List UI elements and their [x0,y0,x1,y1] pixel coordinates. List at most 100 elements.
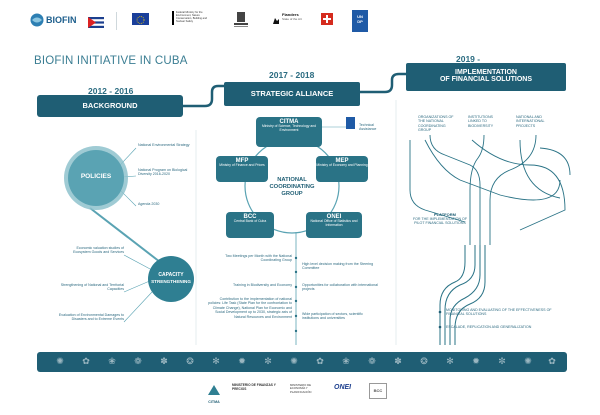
platform-desc: FOR THE IMPLEMENTATION OF PILOT FINANCIA… [412,217,468,226]
norway-logo [232,11,250,29]
mep-desc: Ministry of Economy and Planning [316,163,368,167]
phase2-label: STRATEGIC ALLIANCE [250,89,334,98]
footer-logo-mfp: MINISTERIO DE FINANZAS Y PRECIOS [232,383,276,399]
bottom-band: ✺ ✿ ❀ ❁ ✽ ❂ ✻ ✹ ✼ ✺ ✿ ❀ ❁ ✽ ❂ ✻ ✹ ✼ ✺ ✿ [37,352,567,372]
mfp-name: MFP [235,158,249,164]
node-bcc: BCC Central Bank of Cuba [226,212,274,238]
policies-inner-circle [68,150,124,206]
phase3-years: 2019 - [456,54,481,64]
impl-col2: INSTITUTIONS LINKED TO BIODIVERSITY [468,115,494,128]
swiss-logo [320,12,334,26]
policy-item-2: National Program on Biological Diversity… [138,168,188,177]
bird-icon: ❁ [134,356,142,366]
flanders-sub: State of the Art [282,17,302,21]
footer-logo-mep: MINISTERIO DE ECONOMÍA Y PLANIFICACIÓN [290,383,326,398]
sun-icon: ✹ [238,356,246,366]
impl-col1: ORGANIZATIONS OF THE NATIONAL COORDINATI… [418,115,454,133]
biofin-logo: BIOFIN [30,13,82,27]
citma-name: CITMA [279,119,299,125]
footer-logo-citma: CITMA [203,382,225,404]
node-mep: MEP Ministry of Economy and Planning [316,156,368,182]
leaf3-icon: ✿ [548,356,556,366]
bird2-icon: ❁ [368,356,376,366]
phase2-banner: STRATEGIC ALLIANCE [224,82,360,106]
phase3-label-1: IMPLEMENTATION [455,69,517,76]
undp-logo-text: UN DP [357,14,363,24]
mep-name: MEP [335,158,349,164]
tree2-icon: ✻ [446,356,454,366]
alliance-left-2: Training in Biodiversity and Economy [233,283,292,287]
bcc-desc: Central Bank of Cuba [233,219,267,223]
footer-logo-mfp-text: MINISTERIO DE FINANZAS Y PRECIOS [232,383,276,391]
impl-escalade: ESCALADE, REPLICATION AND GENERALIZATION [446,325,532,329]
footer-logo-bcc-text: BCC [373,388,383,393]
footer-logo-bcc: BCC [369,383,387,399]
onei-name: ONEI [326,214,342,220]
footer-logo-citma-text: CITMA [208,400,220,404]
flower2-icon: ❀ [342,356,350,366]
mfp-desc: Ministry of Finance and Prices [219,163,265,167]
shell-icon: ❂ [186,356,194,366]
capacity-label-2: STRENGTHENING [151,279,191,284]
alliance-left-3: Contribution to the implementation of na… [208,297,292,319]
alliance-right-3: Wide participation of sectors, scientifi… [302,312,363,321]
plant2-icon: ✽ [394,356,402,366]
impl-col3: NATIONAL AND INTERNATIONAL PROJECTS [516,115,545,128]
shell2-icon: ❂ [420,356,428,366]
node-onei: ONEI National Office of Statistics and I… [306,212,362,238]
alliance-right-2: Opportunities for collaboration with int… [302,283,378,292]
alliance-center: NATIONAL COORDINATING GROUP [269,177,315,197]
bmu-logo-text: Federal Ministry for the Environment, Na… [176,11,208,23]
phase2-years: 2017 - 2018 [269,70,315,80]
eu-flag-icon [132,13,149,25]
undp-small-logo [346,117,355,129]
node-mfp: MFP Ministry of Finance and Prices [216,156,268,182]
fish2-icon: ✺ [290,356,298,366]
flanders-logo: Flanders State of the Art [272,12,312,28]
policies-label: POLICIES [80,173,112,180]
bmu-logo: Federal Ministry for the Environment, Na… [172,11,212,29]
biofin-logo-text: BIOFIN [46,15,77,25]
platform-title: PLATFORM [434,212,456,217]
leaf2-icon: ✿ [316,356,324,366]
onei-desc: National Office of Statistics and Inform… [310,219,358,227]
footer-logo-onei: ONEI [334,384,362,398]
capacity-label-1: CAPACITY [158,272,184,278]
policy-item-1: National Environmental Strategy [138,143,190,147]
biofin-globe-icon [30,13,44,27]
phase3-banner: IMPLEMENTATION OF FINANCIAL SOLUTIONS [406,63,566,91]
page-title: BIOFIN INITIATIVE IN CUBA [34,55,188,67]
band-icons: ✺ ✿ ❀ ❁ ✽ ❂ ✻ ✹ ✼ ✺ ✿ ❀ ❁ ✽ ❂ ✻ ✹ ✼ ✺ ✿ [37,352,567,372]
fish-icon: ✺ [56,356,64,366]
phase1-label: BACKGROUND [82,101,138,110]
wave2-icon: ✼ [498,356,506,366]
bcc-name: BCC [243,214,257,220]
capacity-circle [148,256,194,302]
fish3-icon: ✺ [524,356,532,366]
wave-icon: ✼ [264,356,272,366]
citma-desc: Ministry of Science, Technology and Envi… [261,124,317,132]
alliance-right-1: High level decision making from the Stee… [302,262,374,271]
technical-assistance: Technical Assistance [359,123,377,132]
phase3-label-2: OF FINANCIAL SOLUTIONS [439,76,533,83]
capacity-item-1: Economic valuation studies of Ecosystem … [73,246,124,255]
policy-item-3: Agenda 2030 [138,202,160,206]
cuba-flag-icon [88,15,104,28]
alliance-left-1: Two Meetings per Month with the National… [225,254,292,263]
sun2-icon: ✹ [472,356,480,366]
phase1-years: 2012 - 2016 [88,86,134,96]
impl-monitoring: MONITORING AND EVALUATING OF THE EFFECTI… [446,308,552,317]
flanders-lion-icon [273,18,279,24]
footer-logo-onei-text: ONEI [334,384,352,391]
capacity-item-2: Strengthening of National and Territoria… [60,283,124,292]
leaf-icon: ✿ [82,356,90,366]
citma-mountain-icon [208,385,220,395]
capacity-item-3: Evaluation of Environmental Damages to D… [58,313,124,322]
phase1-banner: BACKGROUND [37,95,183,117]
logo-divider [116,12,117,30]
flower-icon: ❀ [108,356,116,366]
plant-icon: ✽ [160,356,168,366]
flanders-text: Flanders [282,12,299,17]
node-citma: CITMA Ministry of Science, Technology an… [256,117,322,147]
footer-logo-mep-text: MINISTERIO DE ECONOMÍA Y PLANIFICACIÓN [290,383,312,394]
